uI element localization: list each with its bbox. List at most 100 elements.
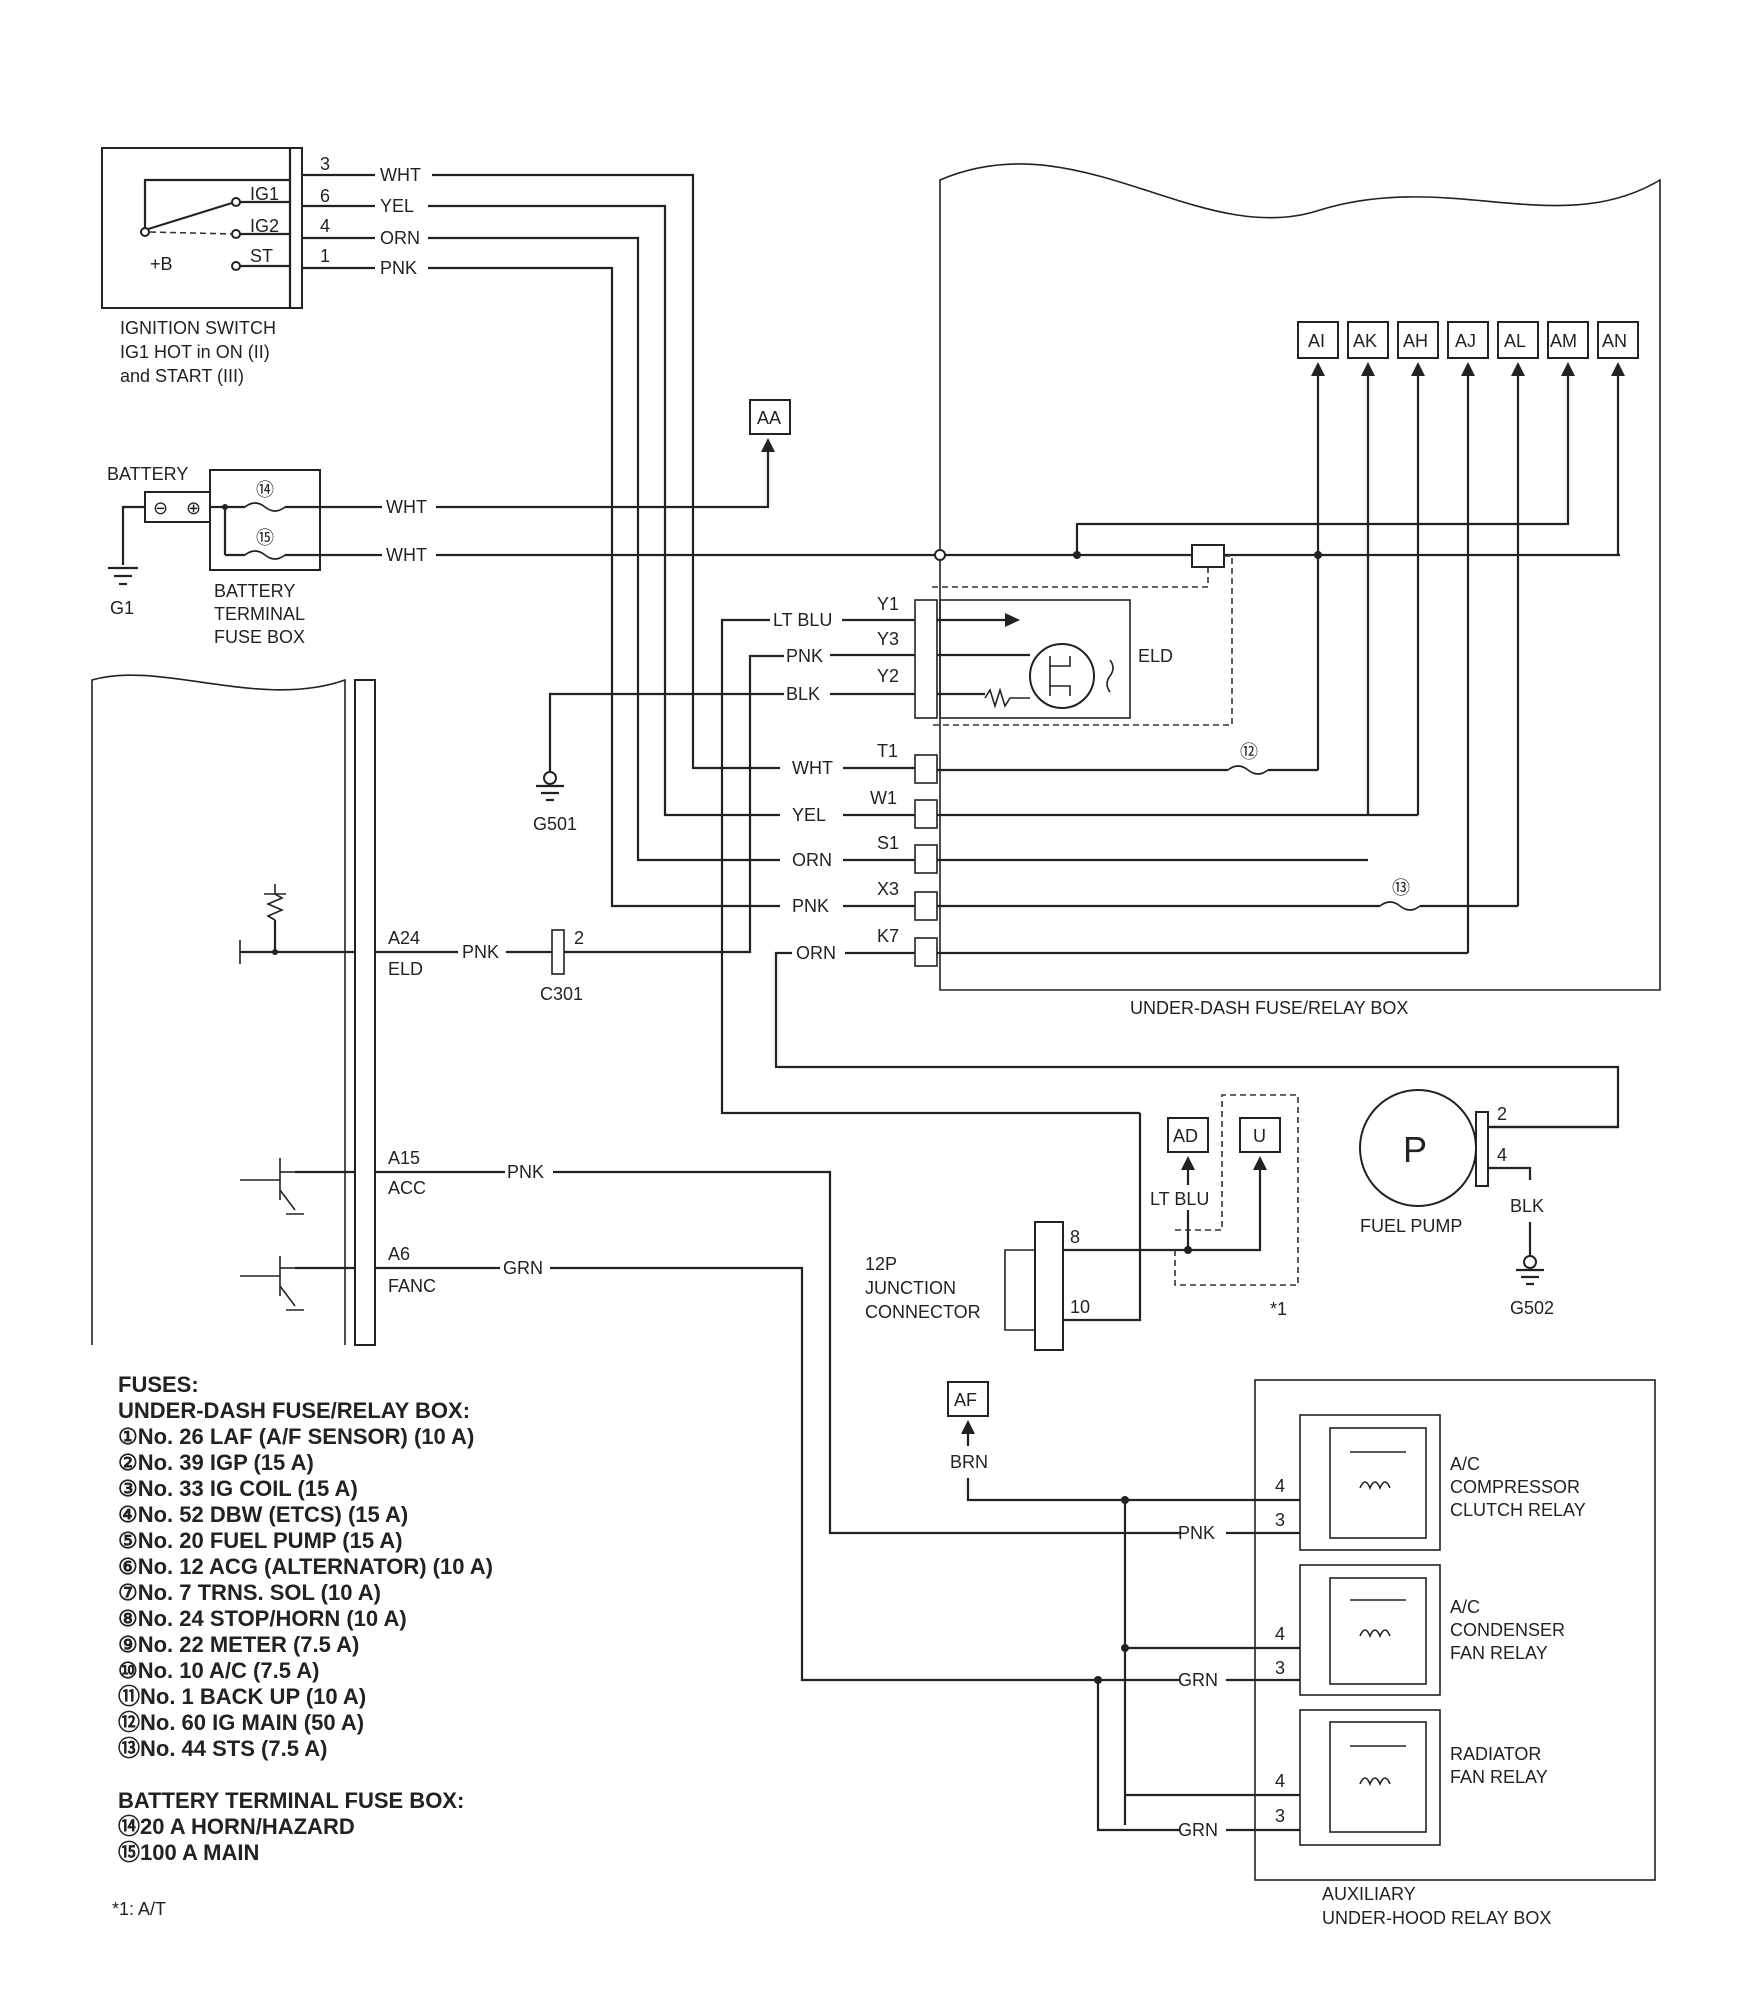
connector-aj: AJ <box>1455 331 1476 351</box>
ignition-switch-note1: IG1 HOT in ON (II) <box>120 342 270 362</box>
junction-note: *1 <box>1270 1299 1287 1319</box>
legend-battery-item-2: ⑮100 A MAIN <box>118 1840 259 1865</box>
wire-yel-1: YEL <box>380 196 414 216</box>
legend-item-1: ①No. 26 LAF (A/F SENSOR) (10 A) <box>118 1424 474 1449</box>
wire-lt-blu: LT BLU <box>773 610 832 630</box>
pin-y3: Y3 <box>877 629 899 649</box>
wire-pnk-1: PNK <box>380 258 417 278</box>
ecm-pin-a24: A24 <box>388 928 420 948</box>
wire-pnk-eld: PNK <box>786 646 823 666</box>
ecm-pin-eld: ELD <box>388 959 423 979</box>
relay1-label-1: A/C <box>1450 1454 1480 1474</box>
pin-k7: K7 <box>877 926 899 946</box>
ig1-label: IG1 <box>250 184 279 204</box>
pin-x3: X3 <box>877 879 899 899</box>
pin-t1: T1 <box>877 741 898 761</box>
wire-wht-t1: WHT <box>792 758 833 778</box>
pin-y1: Y1 <box>877 594 899 614</box>
ecm-pin-acc: ACC <box>388 1178 426 1198</box>
relay2-label-2: CONDENSER <box>1450 1620 1565 1640</box>
ig2-label: IG2 <box>250 216 279 236</box>
relay2-label-1: A/C <box>1450 1597 1480 1617</box>
aux-box-label-2: UNDER-HOOD RELAY BOX <box>1322 1908 1551 1928</box>
wire-orn-k7: ORN <box>796 943 836 963</box>
wire-orn-s1: ORN <box>792 850 832 870</box>
pin-w1: W1 <box>870 788 897 808</box>
legend-battery-item-1: ⑭20 A HORN/HAZARD <box>118 1814 355 1839</box>
relay2-pin-3: 3 <box>1275 1658 1285 1678</box>
pin-y2: Y2 <box>877 666 899 686</box>
relay3-label-1: RADIATOR <box>1450 1744 1541 1764</box>
battery-minus-terminal: ⊖ <box>153 498 168 518</box>
ignition-switch-note2: and START (III) <box>120 366 244 386</box>
under-dash-left-wires: LT BLU PNK BLK G501 WHT YEL ORN PNK ORN <box>533 610 1620 1129</box>
junction-label-3: CONNECTOR <box>865 1302 981 1322</box>
wire-wht-1: WHT <box>380 165 421 185</box>
legend-battery-title: BATTERY TERMINAL FUSE BOX: <box>118 1788 464 1813</box>
legend-item-8: ⑧No. 24 STOP/HORN (10 A) <box>118 1606 407 1631</box>
fuse-13: ⑬ <box>1392 878 1410 898</box>
top-connectors: AI AK AH AJ AL AM AN <box>1297 321 1639 376</box>
legend-item-3: ③No. 33 IG COIL (15 A) <box>118 1476 358 1501</box>
legend-footnote: *1: A/T <box>112 1899 166 1919</box>
relay2-pin-4: 4 <box>1275 1624 1285 1644</box>
wire-grn-a6: GRN <box>503 1258 543 1278</box>
wire-orn-1: ORN <box>380 228 420 248</box>
connector-ad: AD <box>1173 1126 1198 1146</box>
connector-aa: AA <box>749 399 791 452</box>
ecm-wires: PNK 2 C301 PNK GRN <box>375 928 1180 1682</box>
c301-label: C301 <box>540 984 583 1004</box>
pin-4-label: 4 <box>320 216 330 236</box>
connector-ah: AH <box>1403 331 1428 351</box>
wire-pnk-a15: PNK <box>507 1162 544 1182</box>
ecm-module: A24 ELD A15 ACC A6 FANC <box>91 674 436 1346</box>
wire-wht-battery-2: WHT <box>386 545 427 565</box>
c301-pin: 2 <box>574 928 584 948</box>
connector-al: AL <box>1504 331 1526 351</box>
wire-grn-relay-1: GRN <box>1178 1670 1218 1690</box>
relay3-label-2: FAN RELAY <box>1450 1767 1548 1787</box>
wire-brn: BRN <box>950 1452 988 1472</box>
ground-g1: G1 <box>110 598 134 618</box>
eld-label: ELD <box>1138 646 1173 666</box>
ecm-pin-a15: A15 <box>388 1148 420 1168</box>
fuel-pump-label: FUEL PUMP <box>1360 1216 1462 1236</box>
ignition-switch-title: IGNITION SWITCH <box>120 318 276 338</box>
pin-s1: S1 <box>877 833 899 853</box>
ecm-pin-fanc: FANC <box>388 1276 436 1296</box>
pin-1-label: 1 <box>320 246 330 266</box>
eld-module: ELD <box>939 599 1173 719</box>
relay-section: AF BRN PNK GRN GRN AUXILIARY UNDER-HOOD … <box>947 1379 1656 1928</box>
battery-label: BATTERY <box>107 464 188 484</box>
legend-item-7: ⑦No. 7 TRNS. SOL (10 A) <box>118 1580 381 1605</box>
ignition-wires: WHT YEL ORN PNK <box>302 165 780 908</box>
b-plus-label: +B <box>150 254 173 274</box>
fusebox-label-2: TERMINAL <box>214 604 305 624</box>
relay2-label-3: FAN RELAY <box>1450 1643 1548 1663</box>
connector-an: AN <box>1602 331 1627 351</box>
fuel-pump-pin-2: 2 <box>1497 1104 1507 1124</box>
wire-blk-eld: BLK <box>786 684 820 704</box>
wire-blk-pump: BLK <box>1510 1196 1544 1216</box>
wire-pnk-relay: PNK <box>1178 1523 1215 1543</box>
fuel-pump-symbol: P <box>1403 1129 1427 1170</box>
legend-title: FUSES: <box>118 1372 199 1397</box>
connector-ak: AK <box>1353 331 1377 351</box>
ground-g502: G502 <box>1510 1298 1554 1318</box>
under-dash-label: UNDER-DASH FUSE/RELAY BOX <box>1130 998 1408 1018</box>
junction-label-1: 12P <box>865 1254 897 1274</box>
ignition-switch: IG1 IG2 ST +B 3 6 4 1 IGNITION SWITCH IG… <box>101 147 330 386</box>
relay3-pin-4: 4 <box>1275 1771 1285 1791</box>
legend-item-10: ⑩No. 10 A/C (7.5 A) <box>118 1658 319 1683</box>
pin-3-label: 3 <box>320 154 330 174</box>
wire-pnk-x3: PNK <box>792 896 829 916</box>
wire-yel-w1: YEL <box>792 805 826 825</box>
aux-box-label-1: AUXILIARY <box>1322 1884 1416 1904</box>
junction-pin-8: 8 <box>1070 1227 1080 1247</box>
fuse-legend: FUSES: UNDER-DASH FUSE/RELAY BOX: ①No. 2… <box>112 1372 493 1919</box>
legend-subtitle: UNDER-DASH FUSE/RELAY BOX: <box>118 1398 470 1423</box>
under-dash-box: UNDER-DASH FUSE/RELAY BOX AI AK AH AJ AL… <box>870 163 1661 1018</box>
connector-aa-label: AA <box>757 408 781 428</box>
legend-item-5: ⑤No. 20 FUEL PUMP (15 A) <box>118 1528 403 1553</box>
